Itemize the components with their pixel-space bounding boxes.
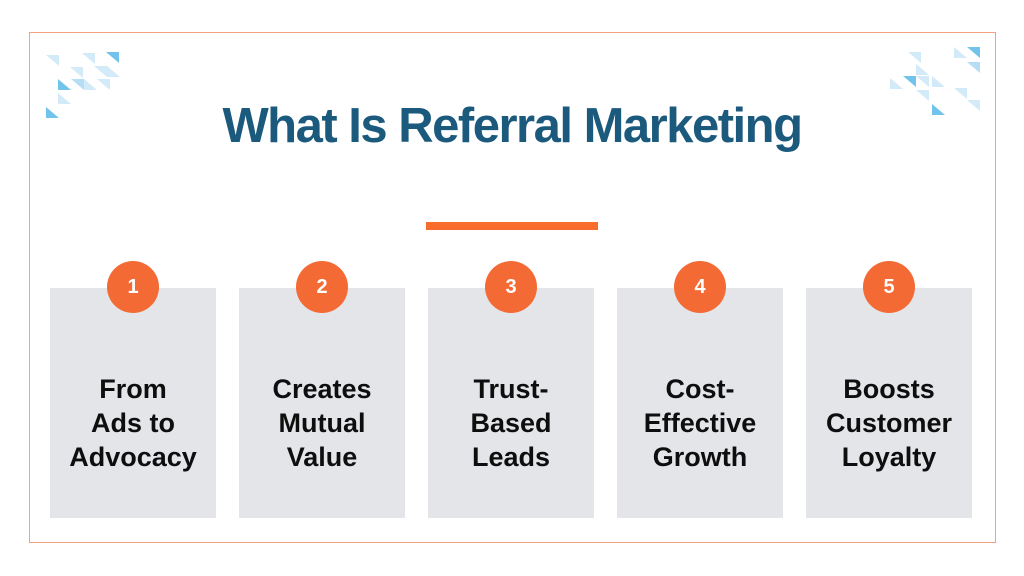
card-body: Boosts Customer Loyalty bbox=[806, 288, 972, 518]
card-text-line: Effective bbox=[643, 408, 757, 438]
card-text-line: Based bbox=[470, 408, 552, 438]
card-text-line: Cost- bbox=[665, 374, 735, 404]
card-text-line: Advocacy bbox=[69, 442, 197, 472]
card-text-line: Leads bbox=[471, 442, 551, 472]
step-number-badge: 4 bbox=[674, 261, 726, 313]
card-text-line: Customer bbox=[825, 408, 953, 438]
card-cost-effective-growth: Cost- Effective Growth 4 bbox=[617, 261, 783, 518]
step-number-badge: 5 bbox=[863, 261, 915, 313]
card-text-line: Loyalty bbox=[841, 442, 937, 472]
card-trust-based-leads: Trust- Based Leads 3 bbox=[428, 261, 594, 518]
card-body: From Ads to Advocacy bbox=[50, 288, 216, 518]
step-number-badge: 2 bbox=[296, 261, 348, 313]
card-text-line: Trust- bbox=[473, 374, 549, 404]
card-text-line: Growth bbox=[652, 442, 748, 472]
card-from-ads-to-advocacy: From Ads to Advocacy 1 bbox=[50, 261, 216, 518]
card-text-line: Mutual bbox=[278, 408, 366, 438]
step-number-badge: 3 bbox=[485, 261, 537, 313]
card-creates-mutual-value: Creates Mutual Value 2 bbox=[239, 261, 405, 518]
card-body: Creates Mutual Value bbox=[239, 288, 405, 518]
step-number-badge: 1 bbox=[107, 261, 159, 313]
card-text-line: Ads to bbox=[91, 408, 175, 438]
page-title: What Is Referral Marketing bbox=[222, 99, 803, 153]
card-text-line: Creates bbox=[272, 374, 372, 404]
card-body: Trust- Based Leads bbox=[428, 288, 594, 518]
card-body: Cost- Effective Growth bbox=[617, 288, 783, 518]
card-text-line: Value bbox=[286, 442, 358, 472]
triangle-pattern-top-right-icon bbox=[890, 47, 980, 115]
card-text-line: Boosts bbox=[843, 374, 935, 404]
card-boosts-customer-loyalty: Boosts Customer Loyalty 5 bbox=[806, 261, 972, 518]
benefit-cards-row: From Ads to Advocacy 1 Creates Mutual Va… bbox=[50, 261, 972, 518]
title-underline-bar bbox=[426, 222, 598, 230]
card-text-line: From bbox=[99, 374, 167, 404]
triangle-pattern-top-left-icon bbox=[46, 52, 120, 118]
